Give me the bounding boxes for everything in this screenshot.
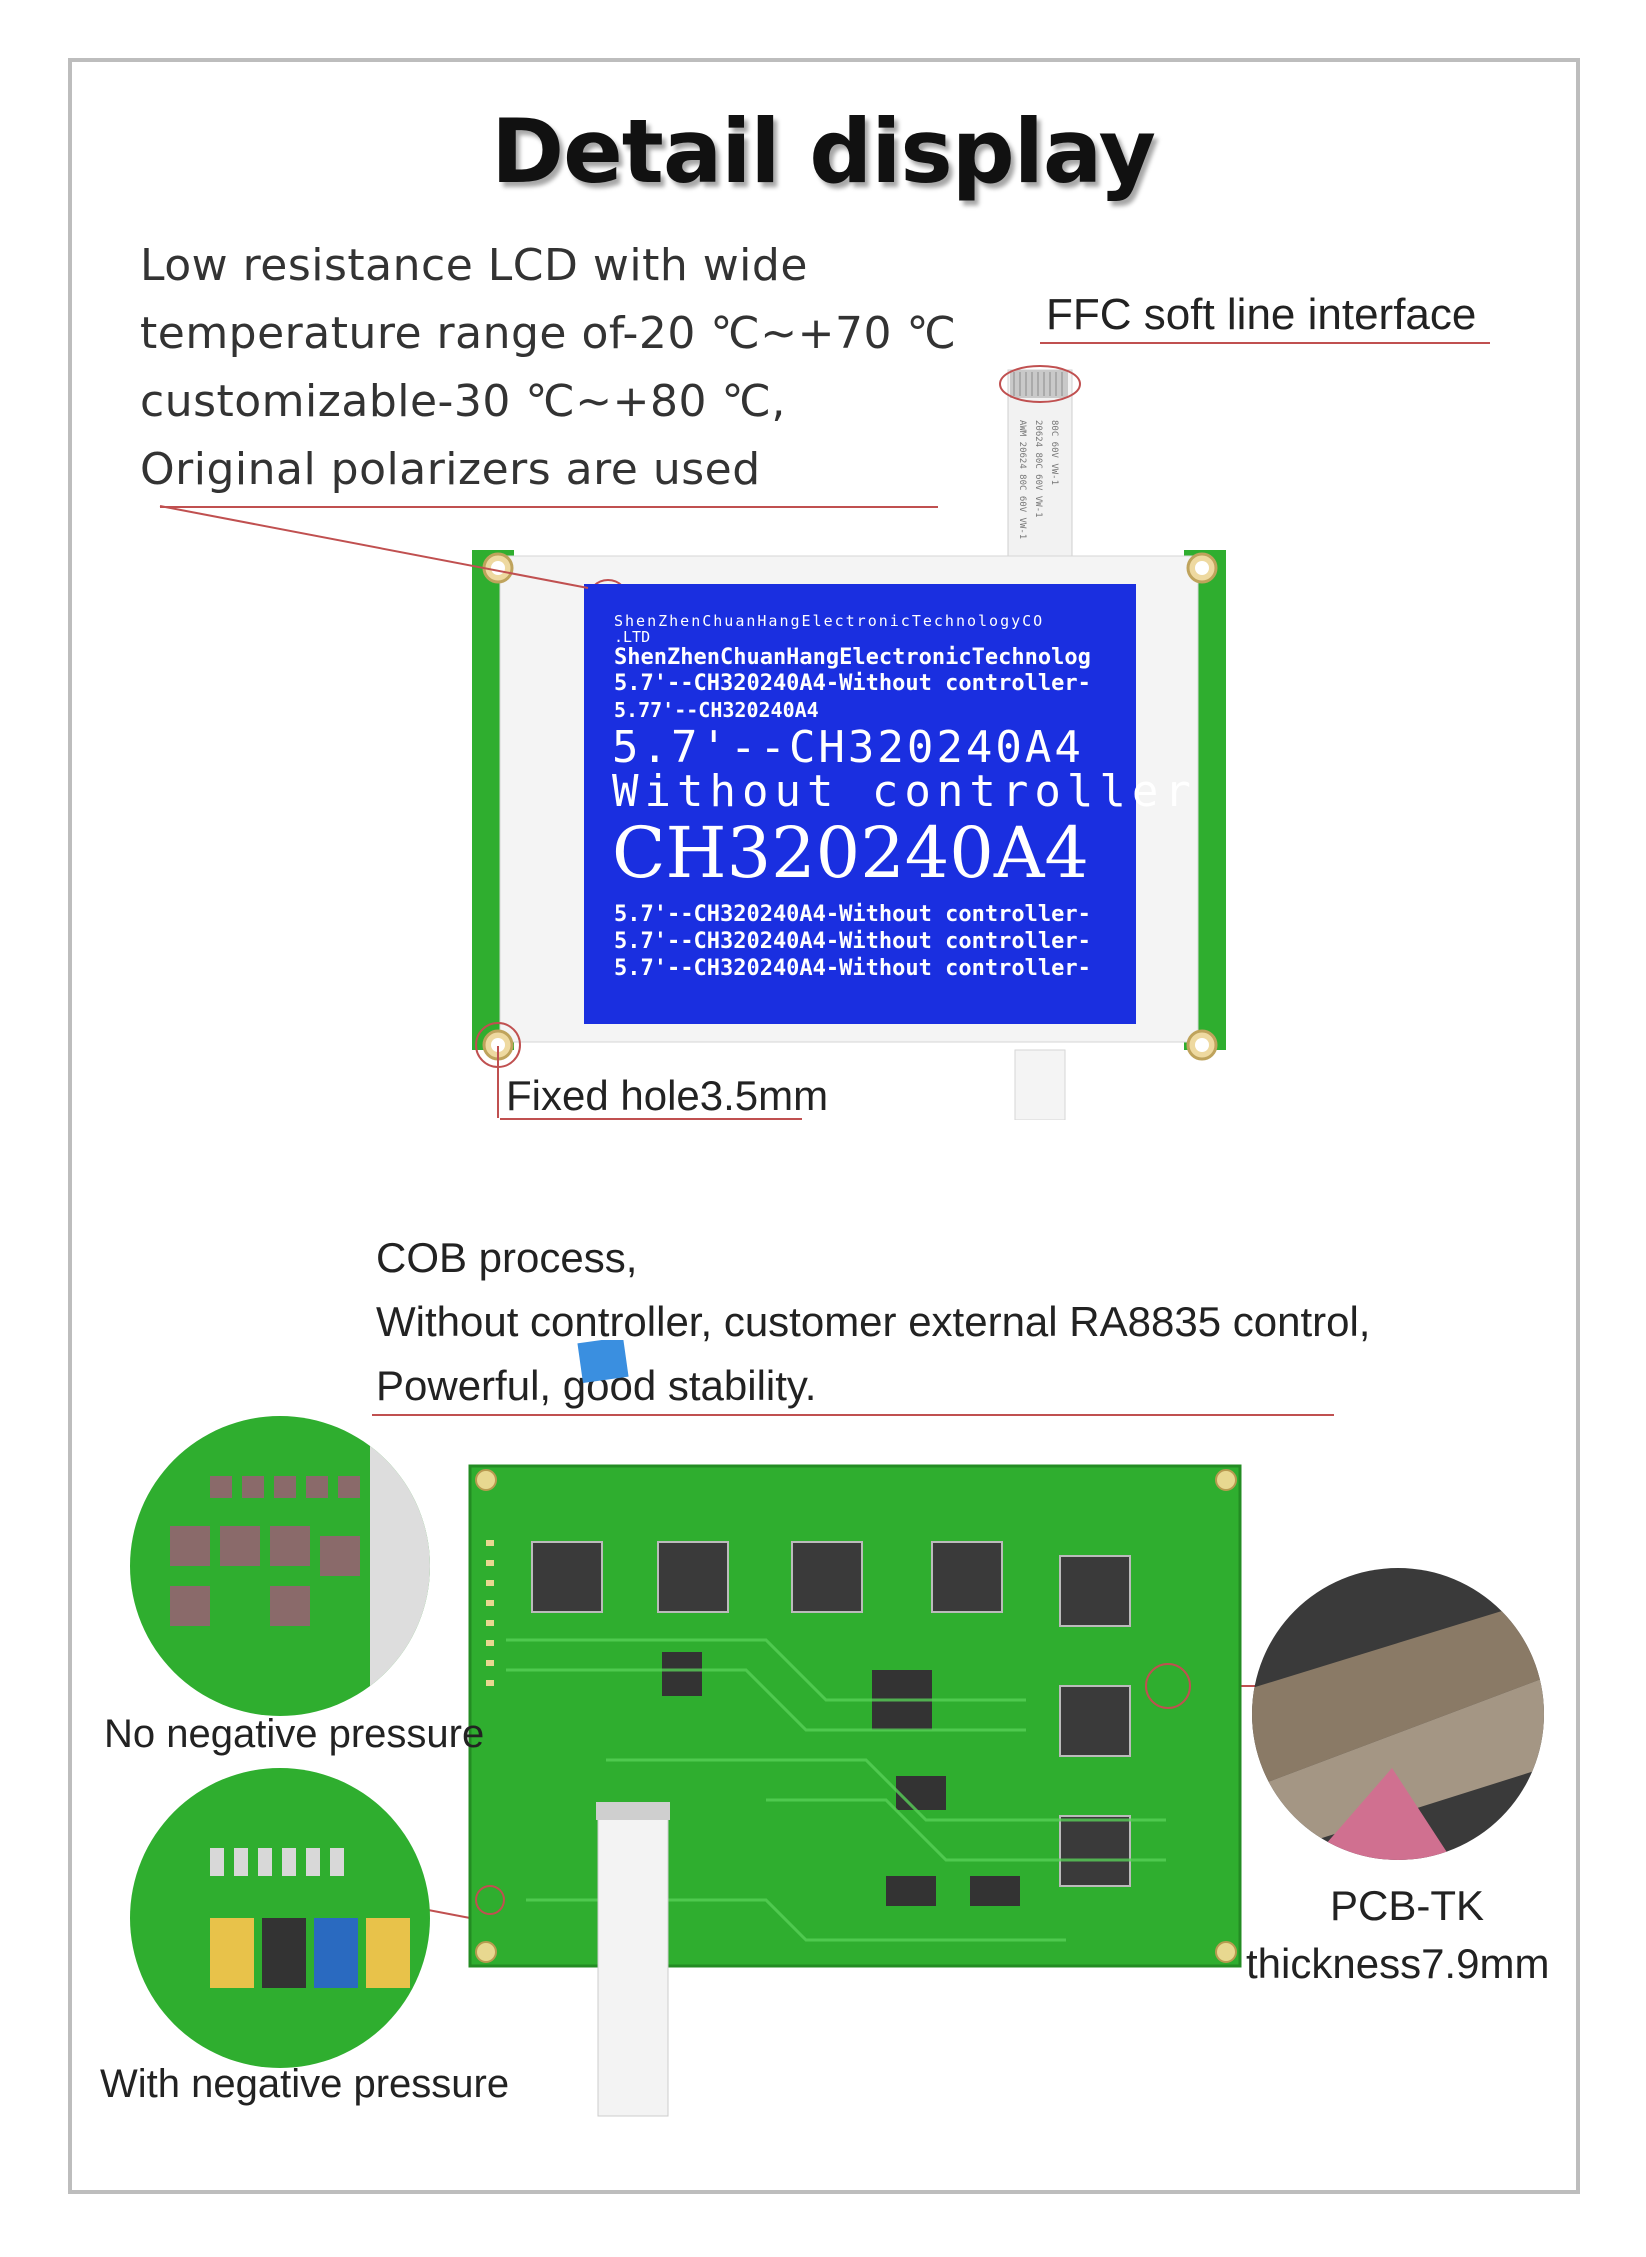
lcd-feature-line: temperature range of-20 ℃~+70 ℃ <box>140 308 957 359</box>
svg-text:20624 80C 60V VW-1: 20624 80C 60V VW-1 <box>1033 420 1043 518</box>
pcb-tk-caption: PCB-TK <box>1330 1882 1485 1929</box>
lcd-features-caption: Low resistance LCD with wide temperature… <box>140 232 956 504</box>
mounting-holes <box>482 552 1218 1061</box>
page-title: Detail display <box>491 100 1156 203</box>
closeup-pcb-thickness <box>1252 1568 1544 1860</box>
closeup-with-negative-pressure <box>130 1768 430 2068</box>
pcb-thickness-caption: thickness7.9mm <box>1246 1940 1550 1987</box>
no-negative-pressure-caption: No negative pressure <box>104 1712 485 1756</box>
ffc-underline <box>1040 342 1490 344</box>
lcd-line: 5.7'--CH320240A4 <box>612 722 1084 773</box>
cob-underline <box>372 1414 1334 1416</box>
lcd-features-underline <box>160 506 938 508</box>
pcb-back-illustration <box>468 1340 1242 2117</box>
fixed-hole-underline <box>500 1118 802 1120</box>
with-negative-pressure-caption: With negative pressure <box>100 2062 510 2106</box>
outer-frame <box>68 58 1580 2194</box>
ffc-ribbon: AWM 20624 80C 60V VW-1 20624 80C 60V VW-… <box>999 365 1081 571</box>
cob-line: COB process, <box>376 1234 638 1281</box>
lcd-line: .LTD <box>614 628 651 646</box>
cob-caption: COB process, Without controller, custome… <box>376 1226 1370 1418</box>
ffc-ribbon-bottom <box>597 1809 669 2117</box>
lcd-line: 5.7'--CH320240A4-Without controller- <box>614 671 1091 696</box>
ffc-caption: FFC soft line interface <box>1046 290 1477 339</box>
lcd-line: ShenZhenChuanHangElectronicTechnolog <box>614 645 1091 670</box>
svg-text:AWM 20624 80C 60V VW-1: AWM 20624 80C 60V VW-1 <box>1017 420 1027 539</box>
lcd-line: 5.7'--CH320240A4-Without controller- <box>614 929 1091 954</box>
lcd-line: 5.7'--CH320240A4-Without controller- <box>614 956 1091 981</box>
lcd-line: 5.77'--CH320240A4 <box>614 698 819 722</box>
lcd-screen <box>584 584 1136 1024</box>
closeup-no-negative-pressure <box>130 1416 430 1716</box>
controller-chips <box>531 1541 1131 1887</box>
lcd-feature-line: Low resistance LCD with wide <box>140 240 808 291</box>
lcd-feature-line: Original polarizers are used <box>140 444 761 495</box>
lcd-line: CH320240A4 <box>612 812 1089 894</box>
lcd-line: ShenZhenChuanHangElectronicTechnologyCO <box>614 612 1045 630</box>
lcd-feature-line: customizable-30 ℃~+80 ℃, <box>140 376 786 427</box>
fixed-hole-caption: Fixed hole3.5mm <box>506 1072 829 1119</box>
svg-text:80C 60V VW-1: 80C 60V VW-1 <box>1049 420 1059 485</box>
lcd-line: Without controller <box>612 766 1197 817</box>
lcd-module-illustration: AWM 20624 80C 60V VW-1 20624 80C 60V VW-… <box>472 365 1226 1120</box>
lcd-line: 5.7'--CH320240A4-Without controller- <box>614 902 1091 927</box>
cob-line: Without controller, customer external RA… <box>376 1298 1371 1345</box>
